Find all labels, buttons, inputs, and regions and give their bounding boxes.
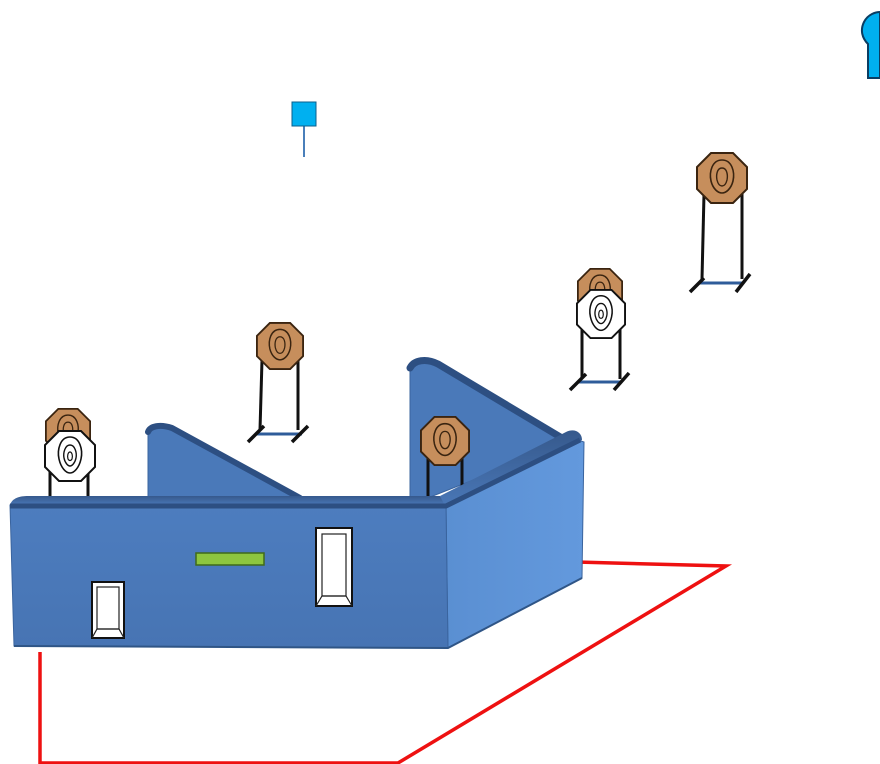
steel-target-3 [246, 322, 310, 444]
paper-target-2 [44, 429, 96, 483]
steel-target-1 [688, 151, 752, 294]
window-port-left[interactable] [91, 581, 125, 639]
window-port-right[interactable] [315, 527, 353, 607]
shooter-icon [860, 10, 880, 79]
barricade-left-wing [147, 425, 301, 506]
shooting-area-boundary [38, 560, 733, 764]
paper-target-1 [576, 288, 626, 340]
start-position-flag [291, 101, 317, 157]
ammo-box [195, 552, 265, 566]
